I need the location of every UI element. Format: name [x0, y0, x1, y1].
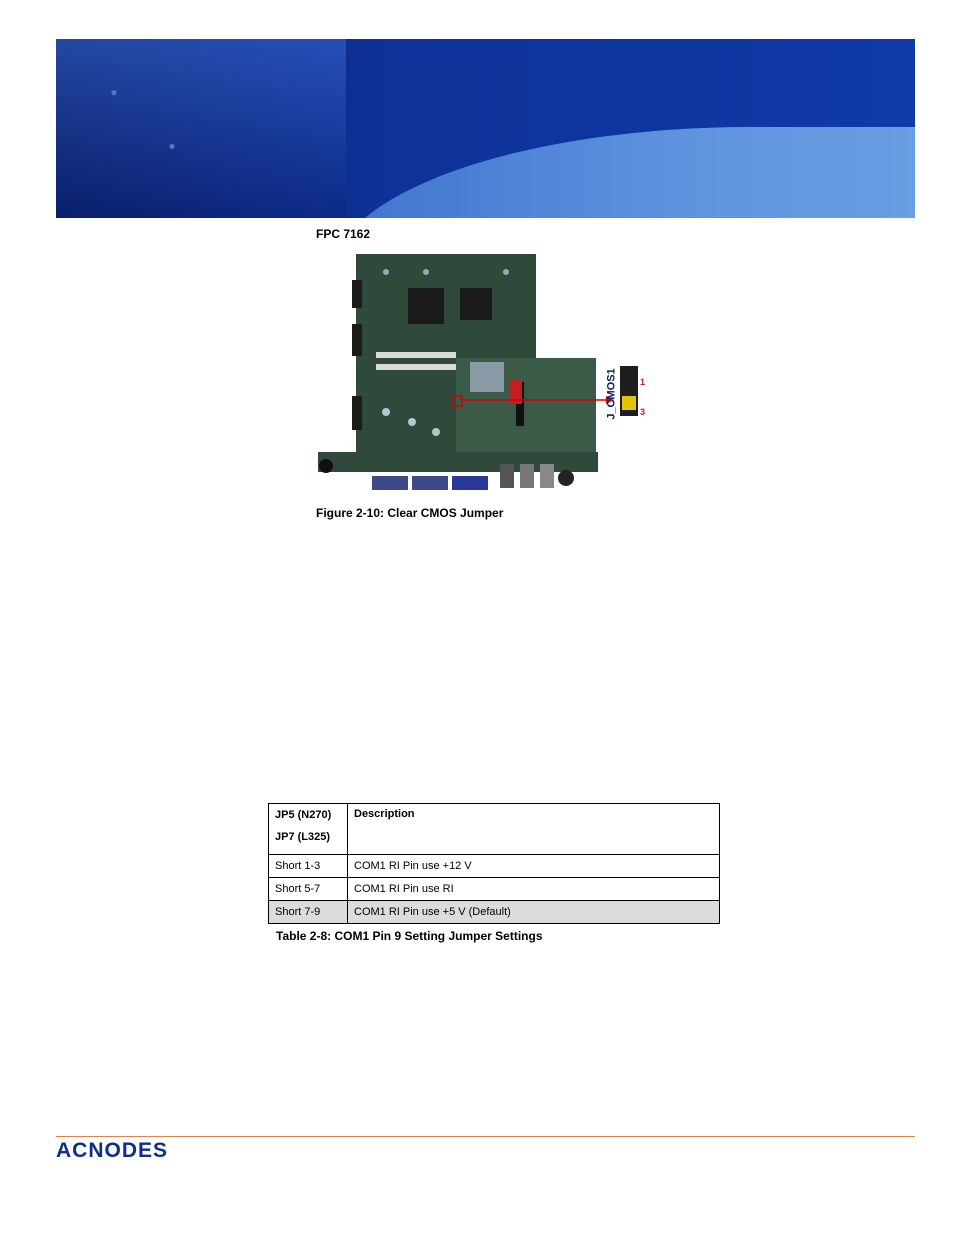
header-banner: [56, 39, 915, 218]
jumper-settings-table: JP5 (N270) JP7 (L325) Description Short …: [268, 803, 720, 924]
description-cell: COM1 RI Pin use +5 V (Default): [347, 900, 720, 924]
table-row-default: Short 7-9 COM1 RI Pin use +5 V (Default): [268, 900, 720, 924]
pin-number-bottom: 3: [640, 407, 646, 417]
jumper-label: J_CMOS1: [606, 368, 619, 420]
figure-caption: Figure 2-10: Clear CMOS Jumper: [316, 506, 504, 520]
pin-number-top: 1: [640, 377, 646, 387]
description-cell: COM1 RI Pin use RI: [347, 877, 720, 901]
setting-column-header: JP5 (N270) JP7 (L325): [268, 803, 348, 855]
board-model-label: FPC 7162: [316, 227, 371, 241]
table-caption: Table 2-8: COM1 Pin 9 Setting Jumper Set…: [276, 929, 543, 943]
table-header-row: JP5 (N270) JP7 (L325) Description: [268, 803, 720, 855]
description-column-header: Description: [347, 803, 720, 855]
table-row: Short 1-3 COM1 RI Pin use +12 V: [268, 854, 720, 878]
header-jp7: JP7 (L325): [275, 831, 331, 843]
table-row: Short 5-7 COM1 RI Pin use RI: [268, 877, 720, 901]
setting-cell: Short 1-3: [268, 854, 348, 878]
setting-cell: Short 7-9: [268, 900, 348, 924]
description-cell: COM1 RI Pin use +12 V: [347, 854, 720, 878]
footer-divider: [56, 1136, 915, 1137]
header-jp5: JP5 (N270): [275, 809, 332, 821]
circuit-graphic: [56, 39, 346, 218]
motherboard-image: [318, 254, 638, 490]
acnodes-logo: ACNODES: [56, 1139, 169, 1162]
banner-wave: [331, 127, 915, 218]
setting-cell: Short 5-7: [268, 877, 348, 901]
